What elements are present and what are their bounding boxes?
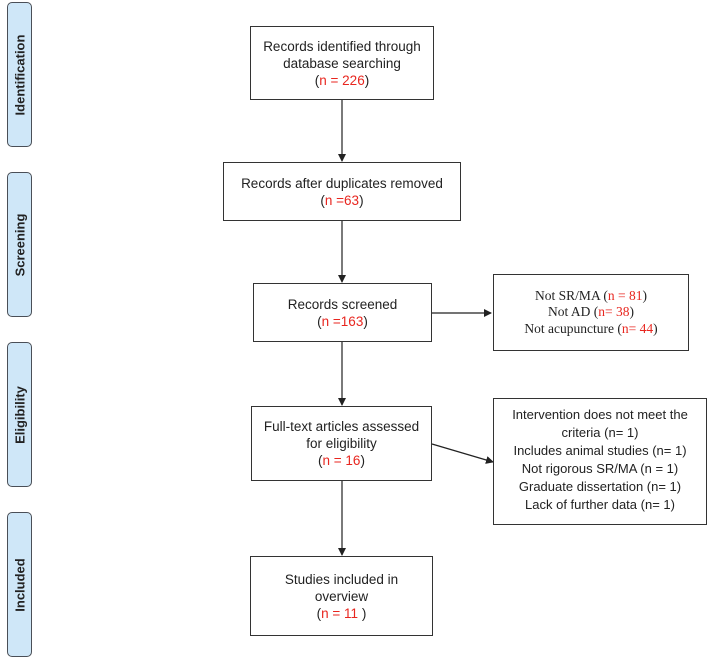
excluded-eligibility-line3: Includes animal studies (n= 1) <box>513 443 687 458</box>
excluded-eligibility-line2: criteria (n= 1) <box>561 425 639 440</box>
box-fulltext-assessed: Full-text articles assessed for eligibil… <box>251 406 432 481</box>
fulltext-assessed-line2: for eligibility <box>306 436 377 451</box>
box-records-identified: Records identified through database sear… <box>250 26 434 100</box>
excluded-eligibility-line6: Lack of further data (n= 1) <box>525 497 675 512</box>
excluded-not-ad-label: Not AD <box>547 304 591 320</box>
box-records-after-duplicates: Records after duplicates removed (n =63) <box>223 162 461 221</box>
studies-included-line2: overview <box>314 588 369 604</box>
excluded-not-acupuncture-label: Not acupuncture <box>524 320 614 336</box>
fulltext-assessed-count: n = 16 <box>322 453 361 468</box>
studies-included-count: n = 11 <box>321 605 362 621</box>
excluded-not-srma-label: Not SR/MA <box>535 287 600 303</box>
records-after-duplicates-label: Records after duplicates removed <box>241 175 443 191</box>
stage-identification: Identification <box>7 2 32 147</box>
studies-included-line1: Studies included in <box>284 571 399 587</box>
records-identified-line2: database searching <box>283 55 401 71</box>
box-records-screened: Records screened (n =163) <box>253 283 432 342</box>
excluded-eligibility-line1: Intervention does not meet the <box>512 407 688 422</box>
excluded-not-acupuncture-count: n= 44 <box>621 320 654 336</box>
box-excluded-eligibility: Intervention does not meet the criteria … <box>493 398 707 525</box>
box-studies-included: Studies included in overview (n = 11 ) <box>250 556 433 636</box>
stage-included: Included <box>7 512 32 657</box>
records-screened-count: n =163 <box>321 313 364 329</box>
excluded-eligibility-line4: Not rigorous SR/MA (n = 1) <box>521 461 679 476</box>
excluded-not-ad-count: n= 38 <box>598 304 630 320</box>
records-identified-count: n = 226 <box>319 72 365 88</box>
stage-eligibility: Eligibility <box>7 342 32 487</box>
box-excluded-screening: Not SR/MA (n = 81) Not AD (n= 38) Not ac… <box>493 274 689 351</box>
fulltext-assessed-line1: Full-text articles assessed <box>263 419 420 434</box>
excluded-eligibility-line5: Graduate dissertation (n= 1) <box>518 479 682 494</box>
records-identified-line1: Records identified through <box>263 38 421 54</box>
stage-screening: Screening <box>7 172 32 317</box>
excluded-not-srma-count: n = 81 <box>607 287 643 303</box>
records-after-duplicates-count: n =63 <box>324 192 360 208</box>
records-screened-label: Records screened <box>287 296 398 312</box>
arrow-fulltext-to-excluded <box>431 443 494 464</box>
